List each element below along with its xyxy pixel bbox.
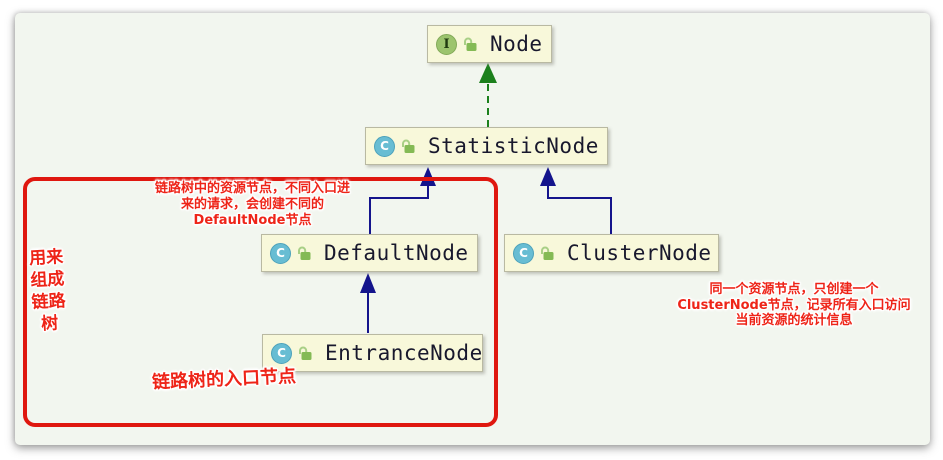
uml-node-clusternode[interactable]: C ClusterNode — [504, 234, 719, 272]
uml-node-entrancenode[interactable]: C EntranceNode — [262, 334, 483, 372]
interface-badge-icon: I — [436, 33, 457, 55]
class-badge-icon: C — [270, 242, 291, 264]
annotation-line: 组成 — [29, 269, 65, 291]
public-open-lock-icon — [299, 346, 312, 360]
class-name-label: DefaultNode — [324, 241, 469, 265]
uml-node-statisticnode[interactable]: C StatisticNode — [365, 127, 608, 165]
annotation-line: 链路 — [31, 291, 67, 313]
public-open-lock-icon — [402, 139, 415, 153]
annotation-line: 同一个资源节点，只创建一个 — [709, 282, 879, 297]
annotation-defaultnode: 链路树中的资源节点，不同入口进 来的请求，会创建不同的 DefaultNode节… — [130, 181, 375, 229]
class-name-label: Node — [490, 32, 543, 56]
annotation-line: 树 — [40, 313, 59, 335]
annotation-clusternode: 同一个资源节点，只创建一个 ClusterNode节点，记录所有入口访问 当前资… — [656, 282, 932, 329]
annotation-line: ClusterNode节点，记录所有入口访问 — [677, 297, 911, 313]
class-name-label: StatisticNode — [428, 134, 599, 158]
diagram-panel — [15, 13, 930, 445]
uml-node-defaultnode[interactable]: C DefaultNode — [261, 234, 478, 272]
annotation-line: 链路树中的资源节点，不同入口进 — [154, 181, 350, 196]
annotation-line: DefaultNode节点 — [193, 213, 312, 228]
class-name-label: ClusterNode — [567, 241, 712, 265]
class-badge-icon: C — [513, 242, 534, 264]
class-badge-icon: C — [271, 342, 292, 364]
annotation-line: 来的请求，会创建不同的 — [180, 197, 324, 212]
public-open-lock-icon — [464, 37, 477, 51]
annotation-line: 当前资源的统计信息 — [735, 313, 853, 328]
uml-node-node[interactable]: I Node — [427, 25, 552, 63]
class-name-label: EntranceNode — [325, 341, 483, 365]
class-badge-icon: C — [374, 135, 395, 157]
annotation-group-purpose: 用来 组成 链路 树 — [23, 246, 74, 336]
public-open-lock-icon — [298, 246, 311, 260]
public-open-lock-icon — [541, 246, 554, 260]
group-highlight-rect — [23, 177, 498, 427]
annotation-line: 用来 — [28, 247, 64, 269]
